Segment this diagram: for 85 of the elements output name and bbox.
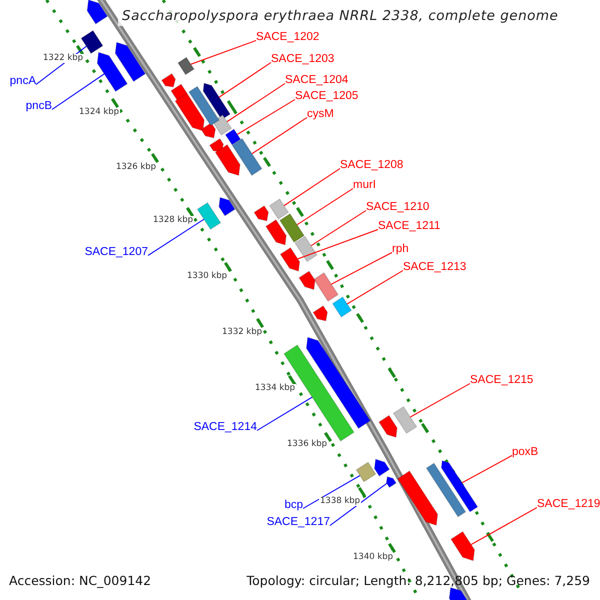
gene-label: SACE_1210 <box>366 202 430 214</box>
position-label: 1328 kbp <box>152 216 194 224</box>
gene-feature <box>306 336 371 430</box>
leader-line <box>346 270 404 304</box>
leader-line <box>148 218 204 256</box>
gene-label: SACE_1215 <box>470 375 534 386</box>
position-label: 1336 kbp <box>286 440 328 448</box>
gene-feature <box>202 82 231 120</box>
gene-feature <box>440 460 478 512</box>
genome-info-text: Topology: circular; Length: 8,212,805 bp; Genes: 7,259 <box>246 575 590 588</box>
gene-block <box>356 462 376 482</box>
gene-block <box>279 213 305 243</box>
gene-feature <box>265 219 287 246</box>
leader-line <box>410 383 470 418</box>
leader-line <box>302 475 360 509</box>
gene-block <box>188 86 220 126</box>
gene-feature <box>254 205 269 222</box>
gene-feature <box>114 42 146 82</box>
leader-line <box>252 117 308 154</box>
gene-feature <box>312 305 328 322</box>
position-label: 1334 kbp <box>254 384 296 392</box>
gene-label: SACE_1202 <box>256 32 320 44</box>
leader-line <box>190 40 256 65</box>
gene-block <box>196 202 222 230</box>
gene-label: SACE_1214 <box>194 422 257 434</box>
position-label: 1324 kbp <box>78 108 120 116</box>
position-label: 1330 kbp <box>186 272 228 280</box>
leader-line <box>461 455 512 484</box>
gene-label: SACE_1204 <box>285 75 348 86</box>
accession-text: Accession: NC_009142 <box>9 575 152 588</box>
gene-feature <box>200 122 216 138</box>
position-label: 1322 kbp <box>42 54 84 62</box>
position-label: 1338 kbp <box>319 497 362 506</box>
gene-feature <box>174 92 205 132</box>
leader-line <box>330 252 392 285</box>
position-label: 1340 kbp <box>352 553 394 562</box>
gene-feature <box>86 0 108 25</box>
gene-block <box>294 236 318 262</box>
gene-label: SACE_1208 <box>340 160 404 172</box>
leader-line <box>256 396 313 431</box>
gene-block <box>332 296 352 318</box>
gene-block <box>232 138 262 176</box>
leader-line <box>310 210 366 246</box>
gene-label: SACE_1219 <box>537 499 600 510</box>
gene-label: SACE_1217 <box>266 517 330 528</box>
gene-label: SACE_1205 <box>295 91 358 102</box>
gene-label: pncB <box>26 101 52 112</box>
gene-block <box>392 406 418 434</box>
gene-block <box>313 272 339 302</box>
gene-feature <box>397 470 438 526</box>
gene-label: murI <box>353 180 376 192</box>
gene-label: SACE_1207 <box>84 247 148 258</box>
gene-block <box>80 30 104 54</box>
leader-line <box>52 73 105 110</box>
position-label: 1332 kbp <box>221 328 264 336</box>
leader-line <box>330 482 388 526</box>
gene-label: cysM <box>307 109 334 120</box>
gene-feature <box>280 247 300 272</box>
leader-line <box>470 507 538 546</box>
leader-line <box>296 188 354 226</box>
gene-label: pncA <box>10 76 36 88</box>
gene-label: bcp <box>284 500 303 512</box>
gene-feature <box>214 144 241 176</box>
leader-line <box>226 83 286 122</box>
gene-block <box>177 56 195 76</box>
leader-line <box>297 229 378 260</box>
gene-label: SACE_1203 <box>271 54 334 66</box>
gene-label: poxB <box>512 447 538 458</box>
gene-feature <box>448 586 468 600</box>
gene-feature <box>161 73 176 88</box>
gene-feature <box>374 458 390 477</box>
gene-label: SACE_1213 <box>403 262 466 274</box>
gene-label: rph <box>392 244 409 256</box>
gene-feature <box>298 270 316 290</box>
gene-feature <box>378 414 398 438</box>
gene-feature <box>218 196 236 216</box>
gene-block <box>268 198 290 220</box>
leader-line <box>218 62 272 98</box>
leader-line <box>284 168 340 206</box>
gene-block <box>426 462 466 518</box>
leader-line <box>236 99 296 135</box>
gene-feature <box>96 52 128 92</box>
position-label: 1326 kbp <box>115 163 158 172</box>
gene-label: SACE_1211 <box>378 221 440 232</box>
gene-feature <box>450 530 476 562</box>
